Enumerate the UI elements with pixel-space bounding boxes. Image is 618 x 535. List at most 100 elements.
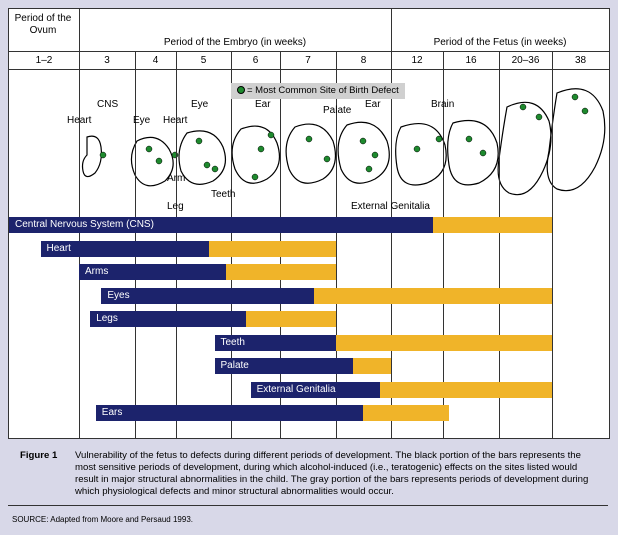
site-label-ear-1: Ear <box>255 99 271 110</box>
bar-sensitive-segment <box>40 240 209 257</box>
week-label: 1–2 <box>35 55 53 66</box>
source-note: SOURCE: Adapted from Moore and Persaud 1… <box>12 515 193 524</box>
week-column-line <box>552 51 553 438</box>
embryo-period-header: Period of the Embryo (in weeks) <box>163 37 307 48</box>
defect-site-dot <box>365 165 373 173</box>
bar-minor-segment <box>209 240 336 257</box>
fetus-week16-drawing <box>447 119 499 186</box>
embryo-week8-drawing <box>337 121 390 184</box>
bar-ears: Ears <box>95 405 449 421</box>
bar-heart: Heart <box>40 240 336 257</box>
bar-label: Legs <box>96 313 118 324</box>
embryo-fetus-boundary <box>391 9 392 51</box>
defect-site-dots <box>99 93 589 181</box>
bar-minor-segment <box>245 311 336 327</box>
site-label-ear-2: Ear <box>365 99 381 110</box>
week-label: 16 <box>465 55 477 66</box>
bar-label: External Genitalia <box>256 383 336 395</box>
bar-sensitive-segment <box>95 405 364 421</box>
defect-site-dot <box>359 137 367 145</box>
defect-site-dot <box>99 151 107 159</box>
bar-label: Teeth <box>220 336 245 348</box>
bar-sensitive-segment <box>79 264 226 280</box>
bar-minor-segment <box>225 264 336 280</box>
week-label: 12 <box>411 55 423 66</box>
bar-sensitive-segment <box>214 334 336 351</box>
bar-minor-segment <box>352 358 391 374</box>
defect-site-dot <box>323 155 331 163</box>
header-divider <box>9 51 609 52</box>
fetus-week38-drawing <box>546 88 606 192</box>
chart-area: Period of the Ovum Period of the Embryo … <box>8 8 610 439</box>
fetus-week20-36-drawing <box>497 101 552 196</box>
bar-eyes: Eyes <box>101 287 552 304</box>
site-label-eye-2: Eye <box>191 99 209 110</box>
defect-site-dot <box>305 135 313 143</box>
week-row-divider <box>9 69 609 70</box>
bar-label: Eyes <box>107 289 130 301</box>
week-label: 4 <box>152 55 159 66</box>
defect-site-dot <box>203 161 211 169</box>
embryo-week7-drawing <box>285 123 336 184</box>
defect-site-dot <box>267 131 275 139</box>
week-label: 6 <box>252 55 259 66</box>
defect-site-dot <box>465 135 473 143</box>
bar-sensitive-segment <box>214 358 353 374</box>
bar-label: Arms <box>85 266 109 277</box>
ovum-embryo-boundary <box>79 9 80 51</box>
week-column-line <box>391 51 392 438</box>
defect-site-dot <box>211 165 219 173</box>
site-label-heart-2: Heart <box>163 115 188 126</box>
defect-site-dot <box>145 145 153 153</box>
defect-site-dot <box>171 151 179 159</box>
figure-label: Figure 1 <box>20 450 58 461</box>
bar-minor-segment <box>313 287 552 304</box>
site-label-brain: Brain <box>431 99 455 110</box>
week-column-line <box>336 51 337 438</box>
ovum-period-header: Period of the Ovum <box>14 13 72 36</box>
defect-dot-icon <box>237 86 245 95</box>
caption-text: Vulnerability of the fetus to defects du… <box>75 450 589 497</box>
defect-site-dot <box>581 107 589 115</box>
bar-sensitive-segment <box>9 217 433 233</box>
site-label-cns: CNS <box>97 99 119 110</box>
bar-label: Heart <box>46 242 71 254</box>
defect-site-dot <box>251 173 259 181</box>
site-label-eye-1: Eye <box>133 115 151 126</box>
defect-site-dot <box>535 113 543 121</box>
site-label-external-genitalia: External Genitalia <box>351 201 430 212</box>
bar-minor-segment <box>363 405 449 421</box>
site-label-heart: Heart <box>67 115 92 126</box>
bar-label: Palate <box>220 360 249 371</box>
fetus-week12-drawing <box>395 123 447 186</box>
chart-svg <box>81 88 606 196</box>
bar-sensitive-segment <box>101 287 314 304</box>
bar-teeth: Teeth <box>214 334 552 351</box>
defect-site-dot <box>571 93 579 101</box>
week-label: 20–36 <box>511 55 540 66</box>
bar-label: Central Nervous System (CNS) <box>15 219 154 230</box>
bar-label: Ears <box>101 407 123 418</box>
embryo-week3-drawing <box>81 135 102 178</box>
week-label: 7 <box>305 55 311 66</box>
defect-site-dot <box>435 135 443 143</box>
week-label: 3 <box>104 55 110 66</box>
embryo-week5-drawing <box>178 130 226 185</box>
defect-site-dot <box>413 145 421 153</box>
bar-minor-segment <box>336 334 552 351</box>
bar-minor-segment <box>379 381 552 398</box>
site-label-arm: Arm <box>167 173 186 184</box>
bar-central-nervous-system-cns: Central Nervous System (CNS) <box>9 217 552 233</box>
source-divider <box>8 505 608 506</box>
embryo-week4-drawing <box>130 136 174 187</box>
site-label-palate: Palate <box>323 105 352 116</box>
week-column-line <box>443 51 444 438</box>
defect-site-dot <box>195 137 203 145</box>
bar-arms: Arms <box>79 264 336 280</box>
site-label-teeth: Teeth <box>211 189 236 200</box>
week-label: 38 <box>574 55 587 66</box>
bar-legs: Legs <box>90 311 336 327</box>
bar-external-genitalia: External Genitalia <box>250 381 552 398</box>
site-label-leg: Leg <box>167 201 184 212</box>
